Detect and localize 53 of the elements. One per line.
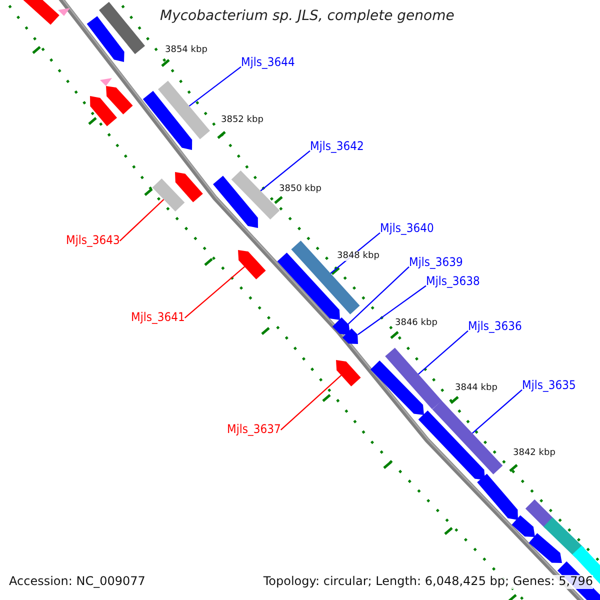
- accession-text: Accession: NC_009077: [9, 575, 146, 589]
- scale-label: 3854 kbp: [165, 45, 208, 56]
- leader-line: [188, 66, 242, 107]
- gene-label: Mjls_3640: [380, 222, 434, 236]
- gene-feature: [336, 360, 361, 386]
- gene-label: Mjls_3637: [227, 423, 281, 437]
- gene-feature: [152, 178, 185, 212]
- gene-feature: [22, 0, 60, 25]
- gene-feature: [432, 400, 503, 474]
- leader-line: [280, 374, 342, 430]
- gene-label: Mjls_3636: [468, 320, 522, 334]
- leader-line: [260, 150, 310, 192]
- gene-label: Mjls_3639: [409, 256, 463, 270]
- gene-feature: [213, 176, 258, 228]
- gene-feature: [175, 172, 203, 202]
- scale-label: 3852 kbp: [221, 115, 264, 126]
- leader-line: [358, 285, 426, 336]
- gene-feature: [418, 410, 485, 480]
- leader-line: [472, 389, 522, 434]
- leader-line: [184, 266, 245, 318]
- gene-label: Mjls_3641: [131, 311, 185, 325]
- gene-feature: [238, 250, 266, 280]
- gene-feature: [370, 360, 424, 415]
- leader-line: [418, 330, 468, 375]
- gene-feature: [477, 474, 518, 520]
- gene-label: Mjls_3638: [426, 275, 480, 289]
- scale-label: 3848 kbp: [337, 251, 380, 262]
- gene-feature: [385, 348, 442, 410]
- gene-feature: [512, 515, 535, 537]
- gene-feature: [525, 499, 555, 529]
- gene-label: Mjls_3642: [310, 140, 364, 154]
- scale-label: 3846 kbp: [395, 318, 438, 328]
- diagram-title: Mycobacterium sp. JLS, complete genome: [160, 8, 454, 24]
- gene-label: Mjls_3644: [241, 56, 295, 70]
- genome-summary-text: Topology: circular; Length: 6,048,425 bp; Genes: 5,796: [263, 575, 593, 589]
- scale-label: 3842 kbp: [513, 448, 556, 458]
- gene-feature: [90, 96, 117, 126]
- gene-label: Mjls_3635: [522, 379, 576, 393]
- gene-feature: [142, 90, 192, 150]
- scale-label: 3850 kbp: [279, 184, 322, 194]
- gene-feature: [106, 86, 133, 114]
- gene-feature: [528, 533, 562, 563]
- leader-line: [119, 199, 164, 242]
- gene-feature: [342, 328, 358, 344]
- gene-feature: [332, 317, 350, 335]
- gene-feature: [158, 80, 210, 140]
- gene-feature: [99, 2, 145, 54]
- gene-feature: [291, 240, 360, 314]
- leader-line: [348, 266, 410, 324]
- gene-label: Mjls_3643: [66, 234, 120, 248]
- gene-feature: [86, 16, 124, 62]
- gene-feature: [231, 170, 280, 220]
- scale-label: 3844 kbp: [455, 383, 498, 394]
